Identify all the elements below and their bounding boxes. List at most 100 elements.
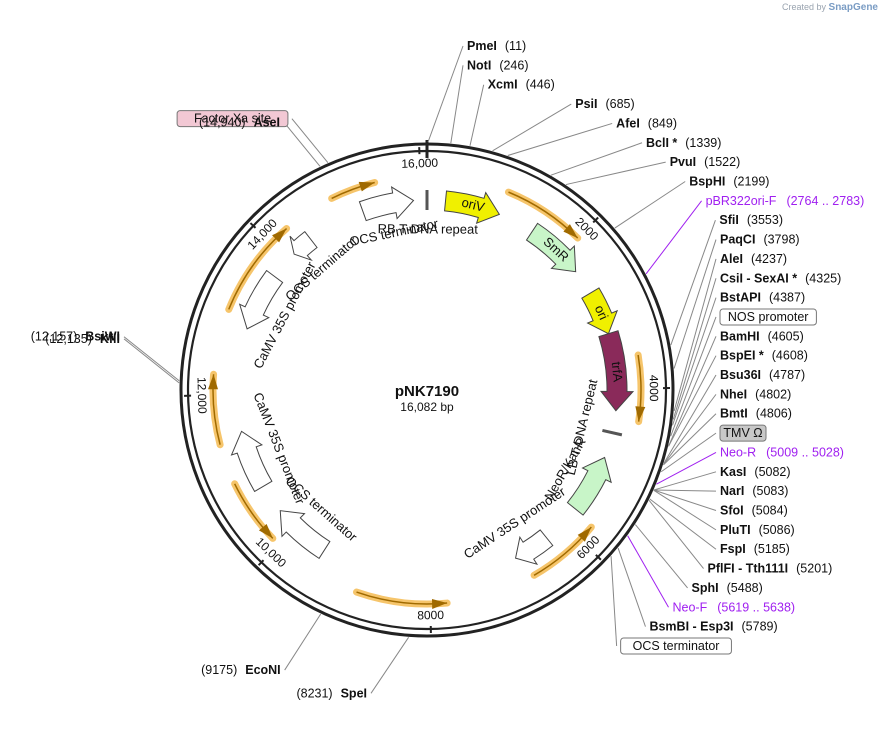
feature-box-label: TMV Ω xyxy=(723,426,762,440)
site-leader xyxy=(670,220,716,346)
site-label-site: (8231)SpeI xyxy=(296,686,367,700)
site-label-site: PmeI(11) xyxy=(467,39,526,53)
site-name: BspHI(2199) xyxy=(689,174,769,188)
site-label-site: BmtI(4806) xyxy=(720,407,792,421)
site-label-site: AfeI(849) xyxy=(616,116,677,130)
feature-arrow xyxy=(230,430,273,493)
feature-arrow xyxy=(444,190,501,225)
site-label-site: PflFI - Tth111I(5201) xyxy=(708,562,833,576)
feature-arrow xyxy=(566,456,612,516)
site-leader xyxy=(668,336,717,447)
site-leader xyxy=(653,489,717,511)
feature-box xyxy=(719,424,767,442)
tick-mark xyxy=(592,216,599,224)
primer-label: Neo-F(5619 .. 5638) xyxy=(673,600,796,614)
feature-arrow xyxy=(598,330,635,412)
credit-brand: SnapGene xyxy=(828,2,878,13)
site-label-primer: Neo-F(5619 .. 5638) xyxy=(673,600,796,614)
site-name: PvuI(1522) xyxy=(670,155,741,169)
site-label-site: XcmI(446) xyxy=(488,78,555,92)
orf-arrowhead xyxy=(272,228,287,243)
site-name: NheI(4802) xyxy=(720,387,791,401)
site-name: BclI *(1339) xyxy=(646,136,721,150)
site-leader xyxy=(645,200,702,275)
feature-box xyxy=(719,308,817,326)
site-name: CsiI - SexAI *(4325) xyxy=(720,271,841,285)
site-leader xyxy=(672,278,717,420)
feature-box xyxy=(176,110,289,128)
site-name: BmtI(4806) xyxy=(720,407,792,421)
site-name: FspI(5185) xyxy=(720,542,790,556)
site-leader xyxy=(507,122,613,156)
feature-label: ori xyxy=(592,303,612,322)
plasmid-backbone xyxy=(179,140,675,638)
tick-mark xyxy=(257,559,265,566)
site-label-site: (9175)EcoNI xyxy=(201,663,281,677)
feature-label: CaMV 35S promoter xyxy=(461,483,569,561)
site-label-site: PaqCI(3798) xyxy=(720,233,800,247)
site-leader xyxy=(649,498,717,550)
orf-arrowhead xyxy=(563,224,578,239)
feature-box-label: Factor Xa site xyxy=(194,112,271,126)
primer-label: pBR322ori-F(2764 .. 2783) xyxy=(706,194,865,208)
site-name: NarI(5083) xyxy=(720,484,788,498)
repeat-bar xyxy=(602,428,623,437)
feature-label: trfA xyxy=(609,361,626,383)
site-name: SfoI(5084) xyxy=(720,504,788,518)
site-leader xyxy=(660,432,717,473)
site-leader xyxy=(648,500,704,569)
site-leader xyxy=(469,84,485,146)
orf-arcs xyxy=(208,178,646,609)
feature-label: RB T-DNA repeat xyxy=(378,221,479,237)
plasmid-name: pNK7190 xyxy=(395,383,459,400)
tick-label: 16,000 xyxy=(401,156,438,171)
site-label-site: FspI(5185) xyxy=(720,542,790,556)
site-name: (14,940)AseI xyxy=(199,115,280,129)
site-leader xyxy=(283,121,321,167)
site-leader xyxy=(614,181,686,229)
feature-arrow xyxy=(358,186,415,222)
site-leader xyxy=(291,118,329,163)
site-label-box: TMV Ω xyxy=(719,424,767,442)
site-leader xyxy=(550,142,643,176)
site-leader xyxy=(492,103,572,152)
site-label-box: NOS promoter xyxy=(719,308,817,326)
site-leader xyxy=(634,524,688,589)
site-leader xyxy=(671,297,717,426)
site-leader xyxy=(673,258,717,412)
site-name: PflFI - Tth111I(5201) xyxy=(708,562,833,576)
site-name: XcmI(446) xyxy=(488,78,555,92)
site-name: PsiI(685) xyxy=(575,97,634,111)
site-leader xyxy=(663,413,717,466)
site-name: PmeI(11) xyxy=(467,39,526,53)
site-name: SfiI(3553) xyxy=(719,213,783,227)
feature-box-label: NOS promoter xyxy=(728,310,809,324)
tick-mark xyxy=(595,554,602,561)
site-leader xyxy=(450,65,464,144)
site-label-primer: pBR322ori-F(2764 .. 2783) xyxy=(706,194,865,208)
feature-box-label: OCS terminator xyxy=(633,639,720,653)
site-name: KasI(5082) xyxy=(720,465,791,479)
feature-arrow xyxy=(514,529,554,566)
site-label-primer: Neo-R(5009 .. 5028) xyxy=(720,445,844,459)
site-leader xyxy=(123,338,180,384)
site-name: PluTI(5086) xyxy=(720,523,795,537)
site-label-site: BsmBI - Esp3I(5789) xyxy=(649,620,777,634)
tick-label: 8000 xyxy=(417,608,444,622)
snapgene-credit: Created by SnapGene xyxy=(782,2,878,13)
site-leader xyxy=(663,394,717,465)
site-leader xyxy=(617,547,646,627)
tick-mark xyxy=(249,222,257,229)
site-name: (12,135)KflI xyxy=(45,332,120,346)
site-leader xyxy=(656,452,717,485)
site-label-site: Bsu36I(4787) xyxy=(720,368,805,382)
site-name: BsmBI - Esp3I(5789) xyxy=(649,620,777,634)
site-label-site: AleI(4237) xyxy=(720,252,787,266)
site-label-site: SfiI(3553) xyxy=(719,213,783,227)
site-labels: PmeI(11)NotI(246)XcmI(446)PsiI(685)AfeI(… xyxy=(31,39,865,700)
site-label-site: PvuI(1522) xyxy=(670,155,741,169)
site-label-site: SfoI(5084) xyxy=(720,504,788,518)
site-label-site: BspEI *(4608) xyxy=(720,349,808,363)
orf-arrowhead xyxy=(577,527,592,542)
